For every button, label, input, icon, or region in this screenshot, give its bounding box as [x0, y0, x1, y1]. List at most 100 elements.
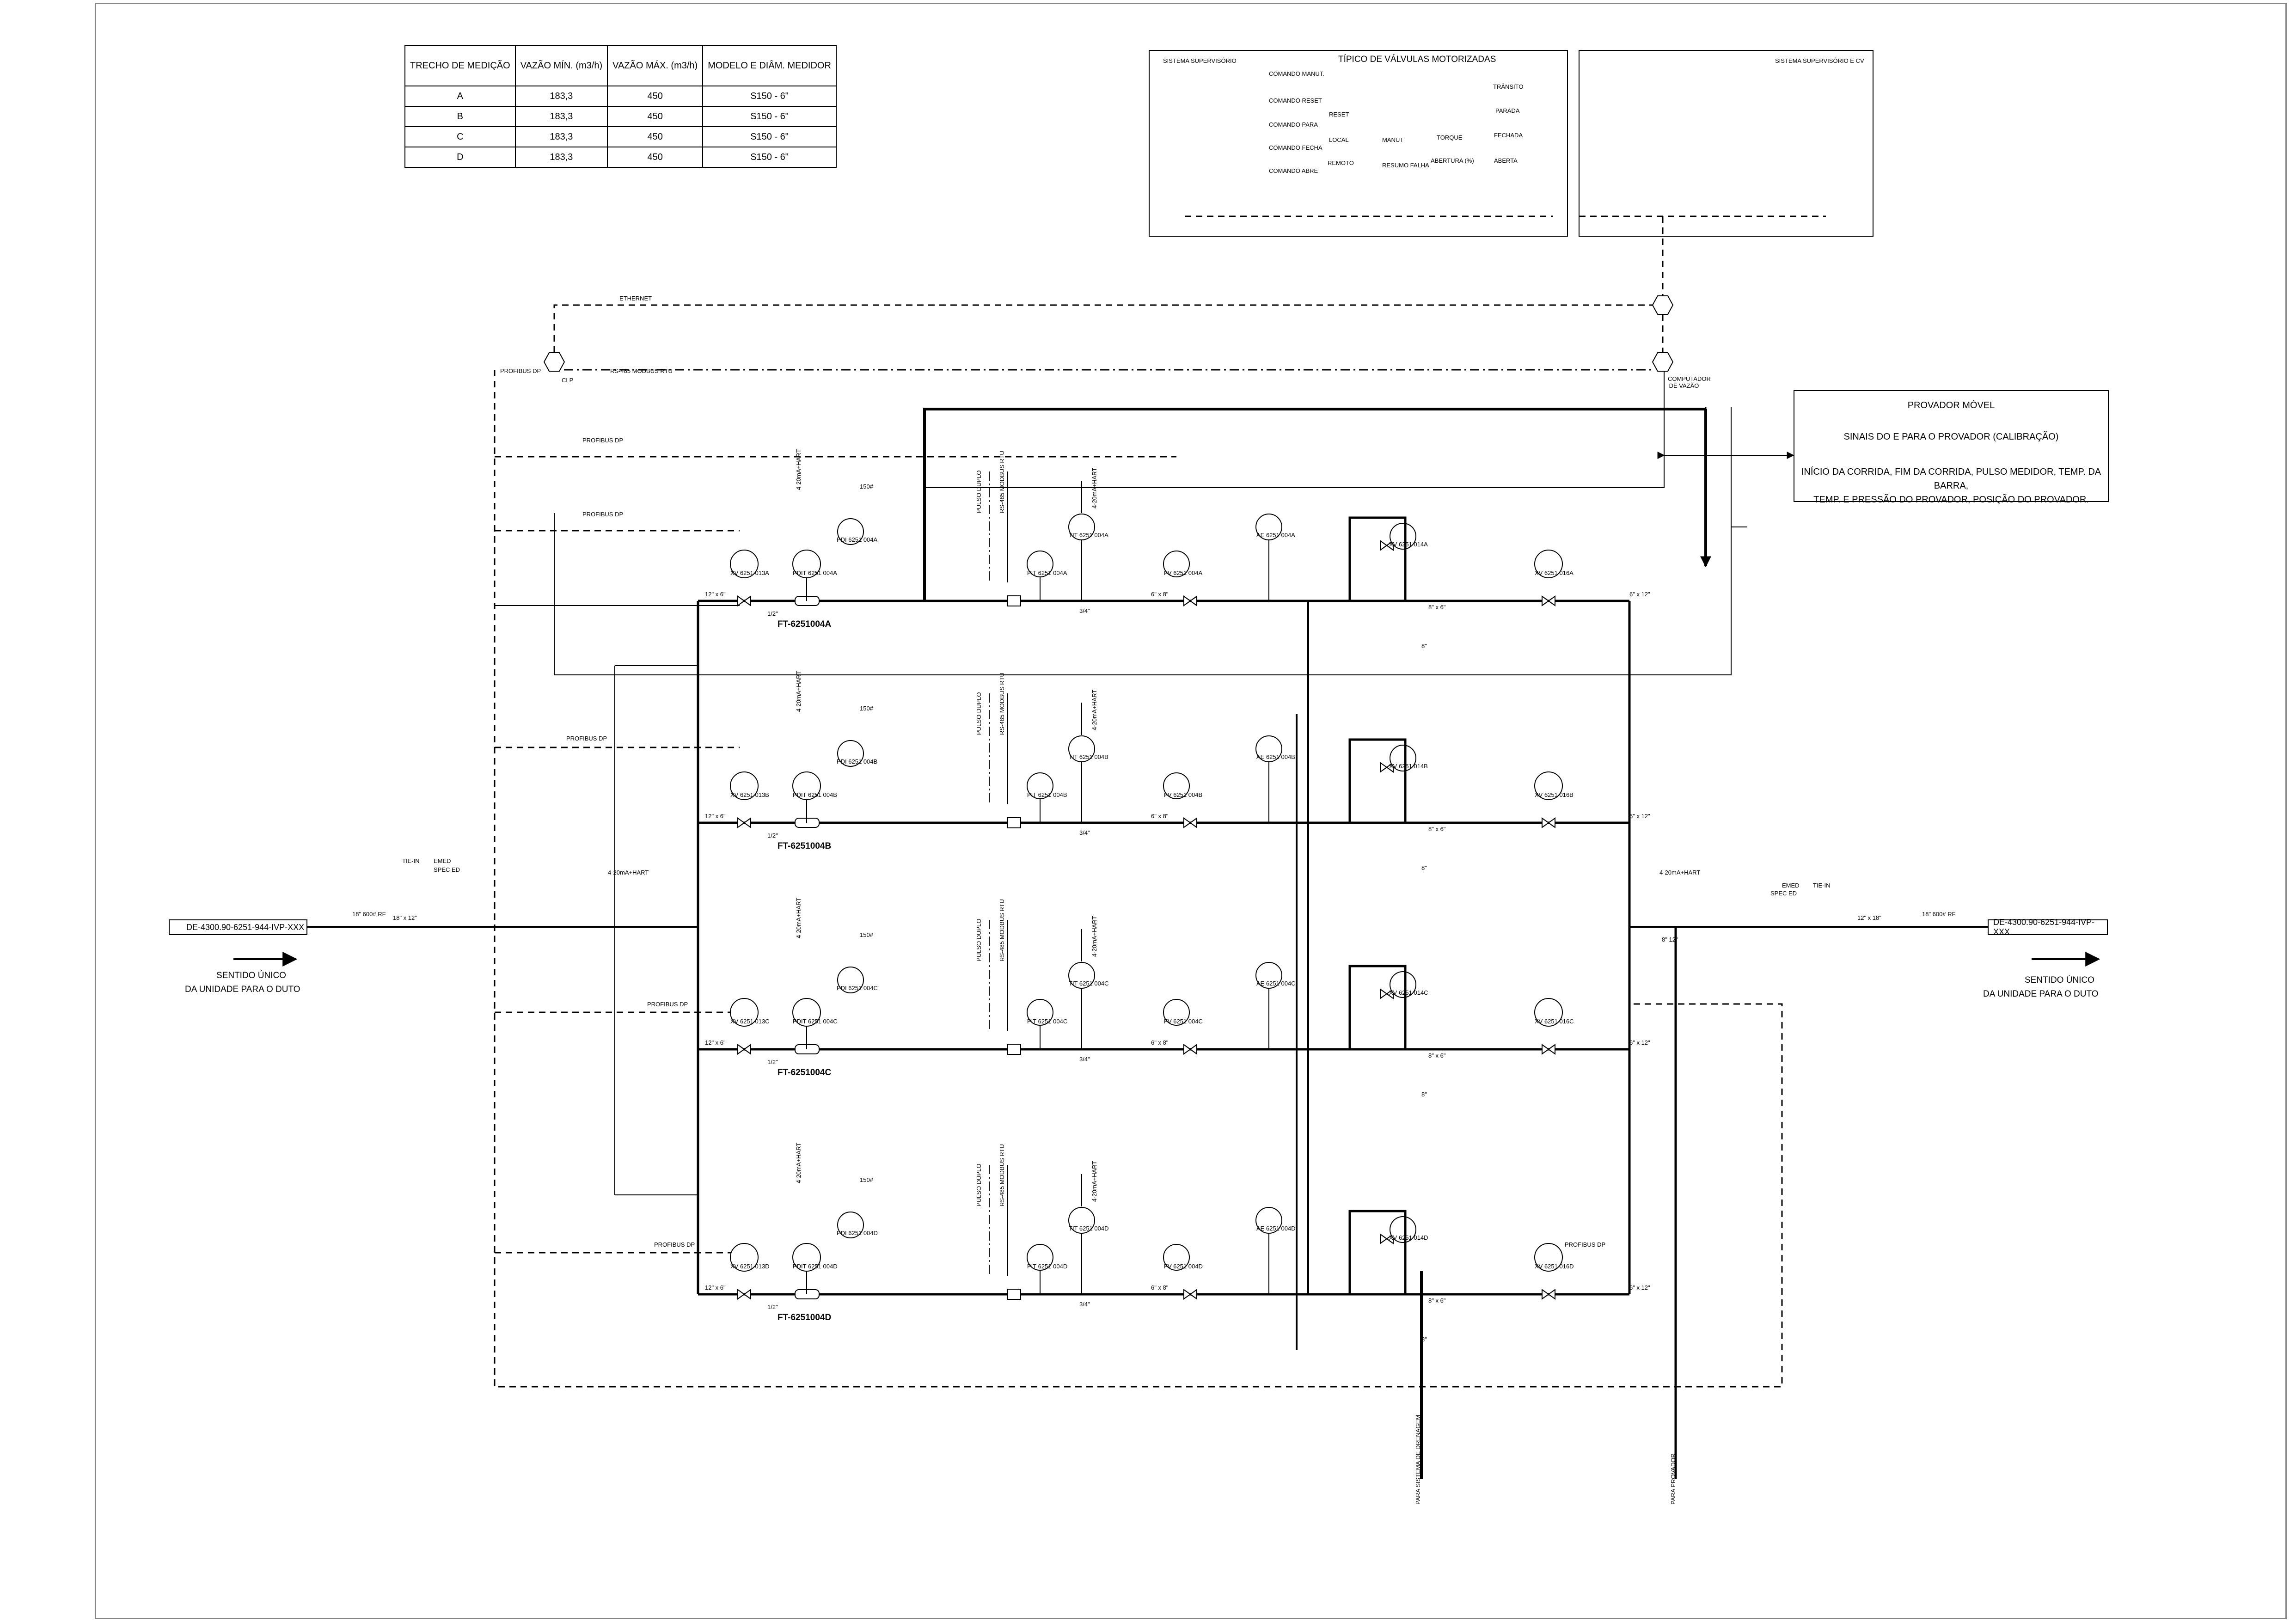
fv-bubble — [1163, 999, 1190, 1026]
table-cell: A — [404, 86, 516, 107]
xv-tag: XV 6251 013B — [730, 791, 769, 798]
state-remoto: REMOTO — [1328, 159, 1354, 166]
meter-table: TRECHO DE MEDIÇÃO VAZÃO MÍN. (m3/h) VAZÃ… — [404, 45, 837, 168]
xv-mid-tag: XV 6251 014A — [1389, 541, 1428, 548]
state-reset: RESET — [1329, 111, 1349, 118]
state-fechada: FECHADA — [1494, 132, 1523, 139]
pdi-tag: PDI 6251 004A — [837, 536, 878, 543]
provador-title: PROVADOR MÓVEL — [1907, 400, 1995, 410]
tit-tag: TIT 6251 004D — [1069, 1225, 1109, 1232]
fv-bubble — [1163, 772, 1190, 799]
flange-rating: 150# — [860, 705, 873, 712]
size-label: 8" — [1421, 1091, 1427, 1098]
fv-tag: FV 6251 004B — [1164, 791, 1203, 798]
table-row: A 183,3 450 S150 - 6" — [404, 86, 837, 107]
outlet-valve — [1542, 1289, 1555, 1300]
flange-rating: 150# — [860, 483, 873, 490]
xv-bubble — [730, 550, 759, 578]
xv-bubble — [730, 998, 759, 1027]
profibus-label: PROFIBUS DP — [1565, 1241, 1606, 1248]
xv-mid-bubble — [1390, 971, 1416, 998]
pulso-label: PULSO DUPLO — [975, 692, 982, 735]
reducer-in: 12" x 6" — [705, 591, 726, 598]
inlet-flow-1: SENTIDO ÚNICO — [216, 971, 286, 980]
size-label: 8" — [1421, 643, 1427, 649]
reducer-out: 6" x 12" — [1629, 1284, 1650, 1291]
outlet-tie-in: TIE-IN — [1813, 882, 1831, 889]
prover-branch — [1348, 965, 1407, 1049]
pit-tag: PIT 6251 004A — [1027, 569, 1067, 576]
reducer-mid: 6" x 8" — [1151, 813, 1169, 820]
col-trecho: TRECHO DE MEDIÇÃO — [404, 45, 516, 86]
fv-tag: FV 6251 004D — [1164, 1263, 1203, 1270]
pulso-label: PULSO DUPLO — [975, 918, 982, 961]
xv-out-tag: XV 6251 016C — [1535, 1018, 1574, 1025]
pdit-tag: PDIT 6251 004C — [793, 1018, 838, 1025]
fqi-hex — [1652, 352, 1674, 372]
cmd-abre: COMANDO ABRE — [1269, 167, 1318, 174]
state-torque: TORQUE — [1437, 134, 1463, 141]
table-cell: B — [404, 106, 516, 127]
col-vazao-max: VAZÃO MÁX. (m3/h) — [607, 45, 704, 86]
table-cell: 450 — [607, 86, 704, 107]
xv-mid-tag: XV 6251 014C — [1389, 989, 1428, 996]
profibus-label-top: PROFIBUS DP — [500, 367, 541, 374]
size-label: 3/4" — [1079, 1301, 1090, 1308]
reducer-out: 6" x 12" — [1629, 591, 1650, 598]
outlet-valve — [1542, 1044, 1555, 1055]
prover-branch — [1348, 1210, 1407, 1294]
control-valve — [1183, 595, 1197, 606]
inlet-valve — [737, 817, 751, 828]
pulso-label: PULSO DUPLO — [975, 470, 982, 513]
modbus-label: RS-485 MODBUS RTU — [998, 673, 1005, 735]
outlet-emed: EMED — [1782, 882, 1800, 889]
xv-mid-bubble — [1390, 745, 1416, 771]
pdi-bubble — [837, 1212, 864, 1238]
reducer-in: 12" x 6" — [705, 813, 726, 820]
xv-mid-bubble — [1390, 523, 1416, 550]
ae-tag: AE 6251 004A — [1256, 532, 1295, 539]
inlet-tie-in: TIE-IN — [402, 857, 420, 864]
table-cell: 183,3 — [514, 106, 608, 127]
supervisory-right-title: SISTEMA SUPERVISÓRIO E CV — [1775, 57, 1864, 64]
prover-return-label: PARA PROVADOR — [1670, 1453, 1677, 1505]
supervisory-left-title: SISTEMA SUPERVISÓRIO — [1163, 57, 1237, 64]
state-local: LOCAL — [1329, 136, 1349, 143]
reducer-out: 6" x 12" — [1629, 1039, 1650, 1046]
col-modelo: MODELO E DIÂM. MEDIDOR — [702, 45, 837, 86]
table-cell: 450 — [607, 126, 704, 147]
state-aberta: ABERTA — [1494, 157, 1518, 164]
profibus-label: PROFIBUS DP — [582, 511, 624, 518]
hart-label: 4-20mA+HART — [795, 449, 802, 490]
reducer-prover: 8" x 6" — [1428, 1052, 1446, 1059]
inlet-spec: SPEC ED — [434, 866, 460, 873]
pdi-bubble — [837, 740, 864, 767]
cmd-reset: COMANDO RESET — [1269, 97, 1322, 104]
rs485-label: RS-485 MODBUS RTU — [610, 367, 673, 374]
xv-out-tag: XV 6251 016D — [1535, 1263, 1574, 1270]
outlet-spec: SPEC ED — [1770, 890, 1797, 897]
inlet-flow-2: DA UNIDADE PARA O DUTO — [185, 985, 300, 994]
clp-hex — [543, 352, 565, 372]
outlet-rating: 18" 600# RF — [1922, 911, 1956, 918]
inlet-valve — [737, 1289, 751, 1300]
provador-details-2: TEMP. E PRESSÃO DO PROVADOR, POSIÇÃO DO … — [1813, 495, 2089, 505]
control-valve — [1183, 817, 1197, 828]
table-cell: S150 - 6" — [702, 147, 837, 168]
computador-label: COMPUTADOR DE VAZÃO — [1668, 375, 1711, 389]
table-row: D 183,3 450 S150 - 6" — [404, 147, 837, 168]
prover-branch — [1348, 516, 1407, 601]
xv-out-tag: XV 6251 016A — [1535, 569, 1574, 576]
inlet-rating: 18" 600# RF — [352, 911, 386, 918]
switch-hex — [1652, 295, 1674, 315]
meter-box — [1007, 817, 1021, 828]
outlet-valve — [1542, 817, 1555, 828]
table-cell: S150 - 6" — [702, 86, 837, 107]
modbus-label: RS-485 MODBUS RTU — [998, 1144, 1005, 1206]
state-parada: PARADA — [1495, 107, 1520, 114]
xv-mid-bubble — [1390, 1216, 1416, 1243]
reducer-in: 12" x 6" — [705, 1039, 726, 1046]
pdit-tag: PDIT 6251 004A — [793, 569, 837, 576]
size-label: 1/2" — [767, 610, 778, 617]
reducer-mid: 6" x 8" — [1151, 1039, 1169, 1046]
